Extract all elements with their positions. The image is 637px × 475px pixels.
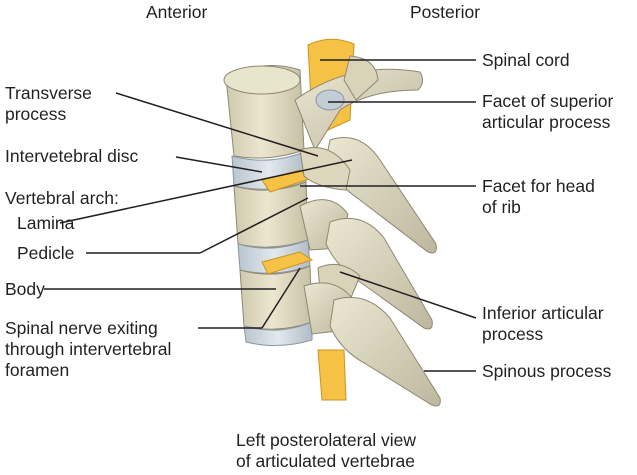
spinous-process-2 xyxy=(325,217,433,330)
leader-lines xyxy=(44,59,477,372)
label-inferior-line1: Inferior articular xyxy=(482,303,604,323)
leader-disc xyxy=(175,156,263,173)
leader-lamina xyxy=(59,159,353,224)
lamina-1 xyxy=(299,147,351,191)
superior-articular-1 xyxy=(343,55,379,101)
label-body: Body xyxy=(5,279,45,299)
leader-pedicle-2 xyxy=(199,197,309,254)
label-transverse-line2: process xyxy=(5,104,67,124)
facet-superior xyxy=(315,89,345,111)
label-inferior-line2: process xyxy=(482,324,544,344)
label-inferior-articular: Inferior articular process xyxy=(482,303,604,345)
caption-line2: of articulated vertebrae xyxy=(236,451,415,471)
label-transverse-line1: Transverse xyxy=(5,83,92,103)
vertebral-body-3 xyxy=(239,265,313,330)
label-lamina: Lamina xyxy=(17,213,75,233)
label-facet-rib-line2: of rib xyxy=(482,197,521,217)
label-spinous-process: Spinous process xyxy=(482,361,612,381)
label-nerve-line2: through intervertebral xyxy=(5,339,172,359)
caption: Left posterolateral view of articulated … xyxy=(236,430,416,472)
label-nerve-line3: foramen xyxy=(5,360,70,380)
label-facet-rib-line1: Facet for head xyxy=(482,176,595,196)
label-facet-superior-line1: Facet of superior xyxy=(482,91,614,111)
label-pedicle: Pedicle xyxy=(17,243,75,263)
label-transverse-process: Transverse process xyxy=(5,83,92,125)
spinal-cord-lower xyxy=(317,349,347,401)
nerve-2 xyxy=(261,251,314,275)
label-facet-superior-line2: articular process xyxy=(482,112,611,132)
label-spinal-nerve: Spinal nerve exiting through interverteb… xyxy=(5,318,171,381)
label-intervertebral-disc: Intervetebral disc xyxy=(5,146,139,166)
label-vertebral-arch: Vertebral arch: xyxy=(5,188,119,208)
leader-transverse xyxy=(115,92,319,157)
caption-line1: Left posterolateral view xyxy=(236,430,416,450)
label-facet-rib: Facet for head of rib xyxy=(482,176,595,218)
label-spinal-cord: Spinal cord xyxy=(482,50,570,70)
header-posterior: Posterior xyxy=(410,2,481,22)
label-nerve-line1: Spinal nerve exiting xyxy=(5,318,158,338)
header-anterior: Anterior xyxy=(146,2,208,22)
disc-3 xyxy=(243,321,313,347)
label-facet-superior: Facet of superior articular process xyxy=(482,91,613,133)
leader-inferior xyxy=(339,271,477,319)
leader-nerve-2 xyxy=(261,267,301,329)
spinous-process-3 xyxy=(329,296,441,407)
